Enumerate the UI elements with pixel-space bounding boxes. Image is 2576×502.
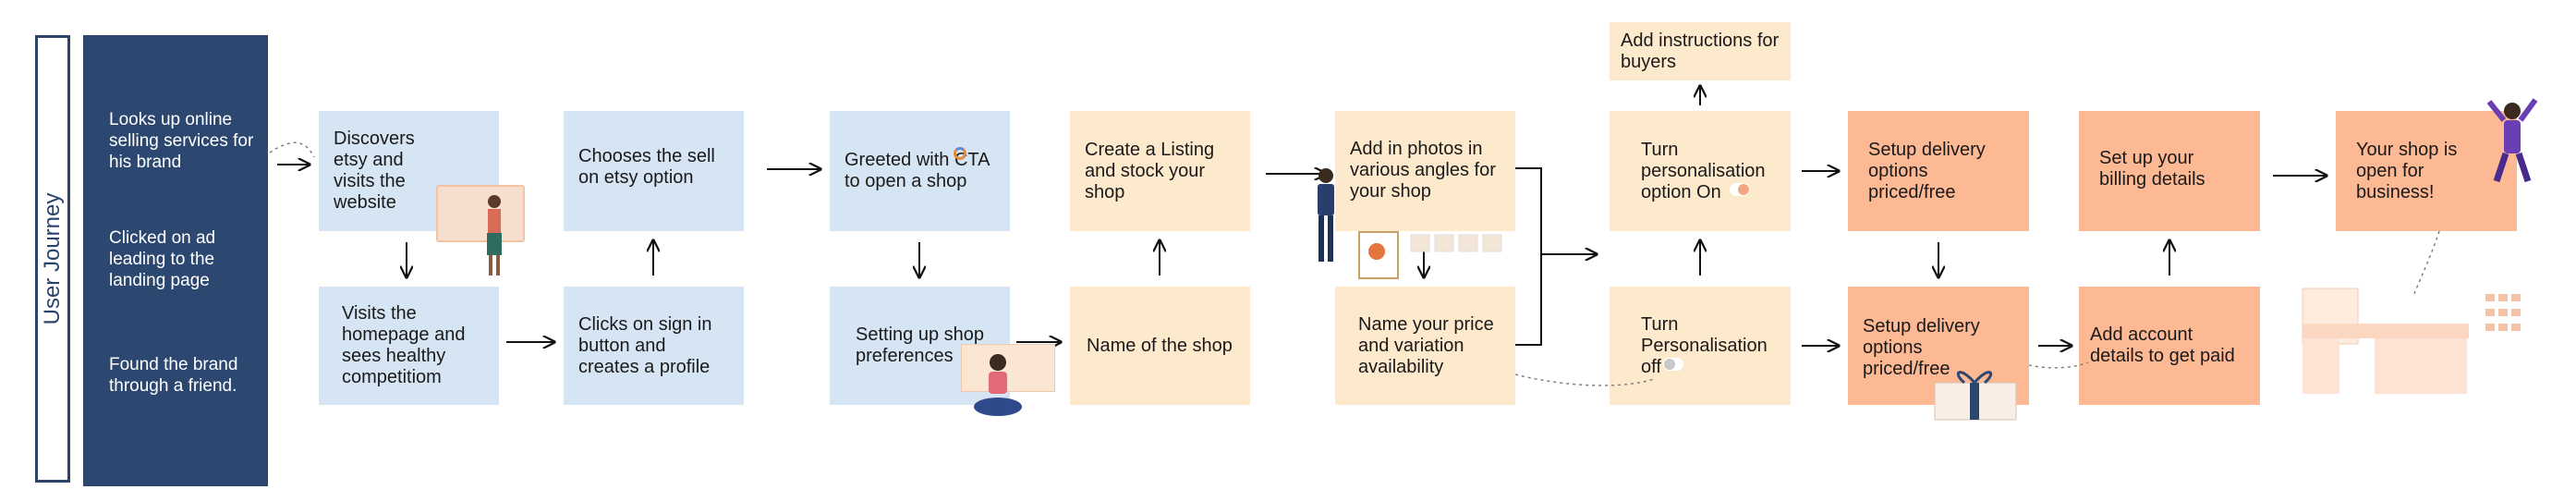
toggle-on-icon	[1730, 183, 1750, 196]
photo-thumbnails-illustration	[1409, 233, 1513, 253]
step-delivery-options-top: Setup delivery options priced/free	[1848, 111, 2029, 231]
toggle-off-icon	[1663, 358, 1683, 371]
step-shop-open-text: Your shop is open for business!	[2356, 139, 2458, 202]
woman-sitting-illustration	[970, 351, 1026, 425]
dotted-photos-link	[1514, 373, 1655, 386]
source-item-friend-referral: Found the brand through a friend.	[109, 355, 238, 396]
step-name-price-text: Name your price and variation availabili…	[1358, 313, 1494, 377]
source-item-ad-click: Clicked on ad leading to the landing pag…	[109, 228, 216, 290]
step-create-listing: Create a Listing and stock your shop	[1070, 111, 1250, 231]
step-create-listing-text: Create a Listing and stock your shop	[1085, 139, 1215, 202]
step-turn-personalisation-on: Turn personalisation option On	[1610, 111, 1791, 231]
step-greeted-cta: Greeted with CTA to open a shop	[830, 111, 1010, 231]
step-chooses-sell-text: Chooses the sell on etsy option	[578, 146, 715, 188]
step-billing-details: Set up your billing details	[2079, 111, 2260, 231]
step-add-photos-text: Add in photos in various angles for your…	[1350, 139, 1496, 202]
easel-illustration	[1358, 231, 1399, 279]
dotted-open-link	[2412, 230, 2440, 297]
step-billing-details-text: Set up your billing details	[2099, 148, 2205, 190]
step-shop-preferences-text: Setting up shop preferences	[856, 324, 984, 366]
cta-logo-icon	[954, 147, 966, 160]
step-delivery-options-top-text: Setup delivery options priced/free	[1868, 139, 1986, 202]
step-turn-personalisation-off: Turn Personalisation off	[1610, 287, 1791, 405]
step-clicks-signin: Clicks on sign in button and creates a p…	[564, 287, 744, 405]
dotted-sidebar-link	[269, 141, 315, 158]
source-item-online-search: Looks up online selling services for his…	[109, 110, 254, 172]
step-chooses-sell: Chooses the sell on etsy option	[564, 111, 744, 231]
step-name-shop: Name of the shop	[1070, 287, 1250, 405]
step-account-details-text: Add account details to get paid	[2090, 324, 2235, 366]
jumping-person-illustration	[2480, 92, 2545, 203]
step-shop-open: Your shop is open for business!	[2336, 111, 2517, 231]
website-screen-illustration	[436, 185, 525, 242]
gift-box-illustration	[1933, 362, 2018, 422]
storefront-illustration	[2301, 287, 2522, 398]
step-name-price: Name your price and variation availabili…	[1335, 287, 1515, 405]
journey-sources-panel: Looks up online selling services for his…	[83, 35, 268, 486]
woman-photographer-illustration	[1307, 166, 1344, 270]
step-discovers-etsy-text: Discovers etsy and visits the website	[334, 129, 415, 213]
step-turn-personalisation-off-text: Turn Personalisation off	[1641, 313, 1768, 377]
step-greeted-cta-text: Greeted with CTA to open a shop	[844, 150, 990, 191]
preferences-panel-illustration	[961, 344, 1055, 392]
bracket-column-five	[1515, 167, 1542, 346]
step-add-instructions: Add instructions for buyers	[1610, 22, 1791, 80]
step-clicks-signin-text: Clicks on sign in button and creates a p…	[578, 313, 712, 377]
step-account-details: Add account details to get paid	[2079, 287, 2260, 405]
dotted-account-link	[2028, 361, 2089, 369]
step-turn-personalisation-on-text: Turn personalisation option On	[1641, 139, 1766, 202]
step-delivery-options-bottom-text: Setup delivery options priced/free	[1863, 316, 1980, 379]
woman-standing-illustration	[480, 192, 502, 275]
step-visits-homepage-text: Visits the homepage and sees healthy com…	[342, 303, 466, 387]
user-journey-label-frame: User Journey	[35, 35, 70, 483]
step-name-shop-text: Name of the shop	[1087, 335, 1233, 356]
step-add-instructions-text: Add instructions for buyers	[1621, 30, 1780, 72]
step-visits-homepage: Visits the homepage and sees healthy com…	[319, 287, 499, 405]
step-add-photos: Add in photos in various angles for your…	[1335, 111, 1515, 231]
